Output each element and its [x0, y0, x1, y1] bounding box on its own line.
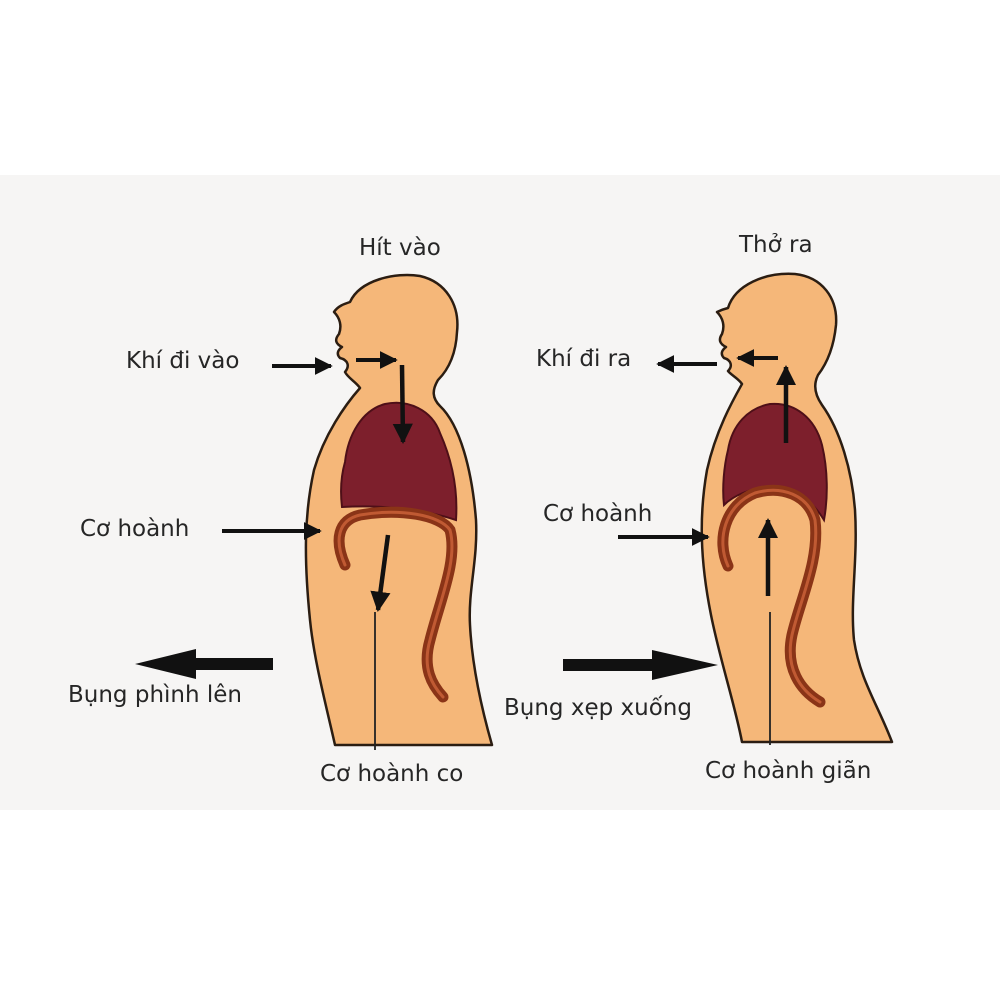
- exhale-belly-label: Bụng xẹp xuống: [504, 695, 692, 721]
- inhale-diaphragm-highlight: [337, 510, 454, 699]
- inhale-belly-label: Bụng phình lên: [68, 682, 242, 708]
- inhale-title: Hít vào: [359, 235, 441, 261]
- exhale-body-silhouette: [700, 272, 894, 744]
- inhale-air-label: Khí đi vào: [126, 348, 240, 374]
- exhale-air-label: Khí đi ra: [536, 346, 632, 372]
- inhale-diaphragm-label: Cơ hoành: [80, 516, 190, 542]
- exhale-lung: [722, 402, 828, 523]
- exhale-diaphragm-label: Cơ hoành: [543, 501, 653, 527]
- inhale-figure: [304, 273, 494, 747]
- exhale-diaphragm-state: Cơ hoành giãn: [705, 758, 872, 784]
- exhale-title: Thở ra: [739, 232, 813, 258]
- inhale-lung: [340, 401, 458, 522]
- exhale-figure: [700, 272, 894, 744]
- inhale-diaphragm-down-arrow: [370, 534, 391, 613]
- exhale-belly-arrow: [563, 650, 718, 680]
- exhale-diaphragm-highlight: [721, 488, 822, 704]
- inhale-airway-down-arrow: [392, 364, 413, 445]
- inhale-diaphragm-state: Cơ hoành co: [320, 761, 464, 787]
- inhale-belly-arrow: [135, 649, 273, 679]
